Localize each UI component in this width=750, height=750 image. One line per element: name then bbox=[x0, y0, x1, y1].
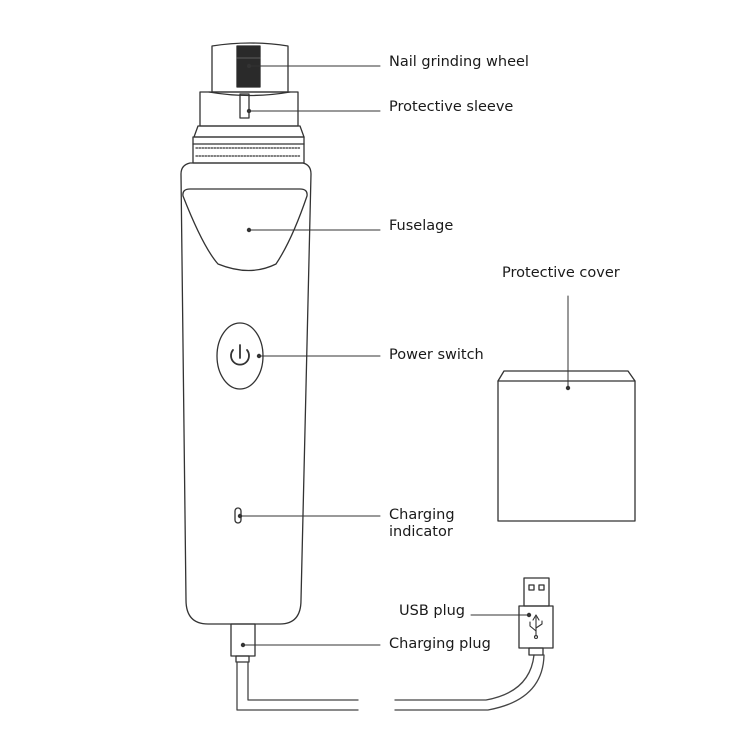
usb-symbol-icon bbox=[529, 614, 543, 640]
protective-cover bbox=[497, 370, 636, 522]
label-usb-plug: USB plug bbox=[399, 603, 466, 619]
label-charging-indicator-line1: Charging bbox=[389, 507, 455, 523]
label-power-switch: Power switch bbox=[389, 347, 484, 363]
usb-plug bbox=[518, 577, 554, 656]
charging-cable bbox=[236, 654, 545, 711]
label-nail-grinding-wheel: Nail grinding wheel bbox=[389, 54, 529, 70]
leader-dots bbox=[237, 63, 571, 648]
leader-lines bbox=[239, 65, 569, 646]
label-charging-indicator: Charging indicator bbox=[389, 507, 455, 541]
label-charging-indicator-line2: indicator bbox=[389, 524, 453, 540]
power-switch[interactable] bbox=[216, 322, 264, 390]
charging-plug bbox=[230, 623, 256, 663]
protective-sleeve bbox=[192, 91, 305, 164]
label-fuselage: Fuselage bbox=[389, 218, 454, 234]
label-protective-sleeve: Protective sleeve bbox=[389, 99, 514, 115]
label-protective-cover: Protective cover bbox=[502, 265, 620, 281]
fuselage bbox=[180, 162, 312, 625]
label-charging-plug: Charging plug bbox=[389, 636, 491, 652]
